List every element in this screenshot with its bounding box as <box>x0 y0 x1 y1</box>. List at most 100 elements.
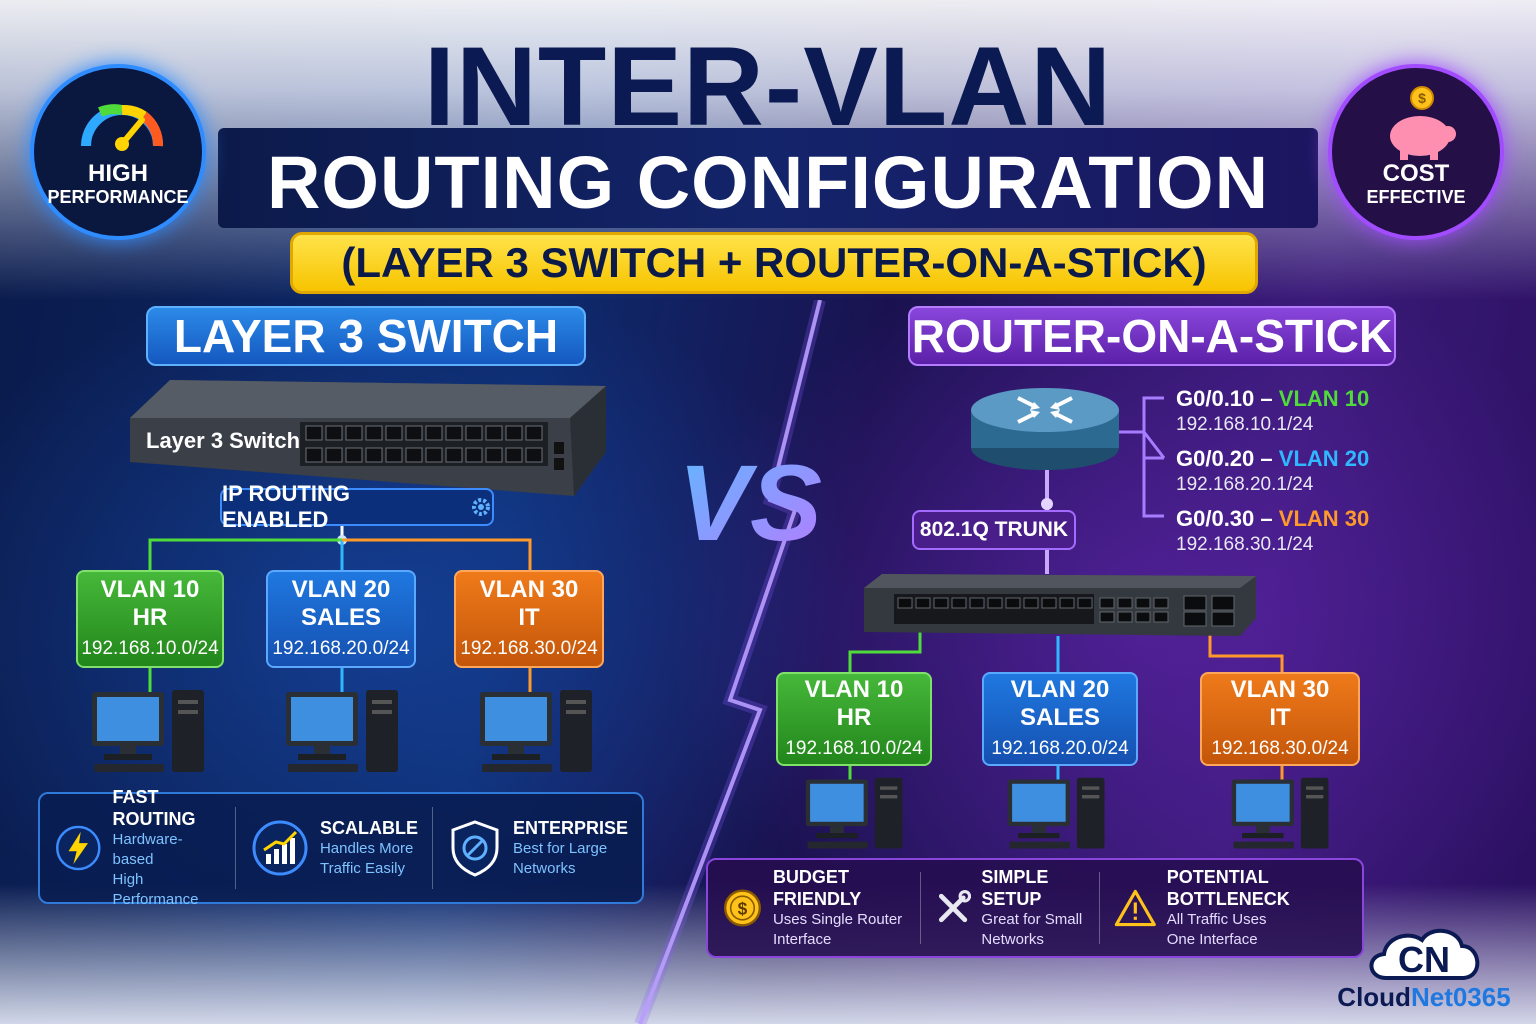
iface-ip: 192.168.20.1/24 <box>1176 474 1314 495</box>
vs-graphic: VS <box>678 442 822 563</box>
layer3-switch-device <box>130 380 606 496</box>
feature-title: SCALABLE <box>319 817 418 838</box>
feature-desc-1: Handles More <box>319 839 414 857</box>
feature-desc-2: Networks <box>981 931 1044 948</box>
vlan-subnet: 192.168.30.0/24 <box>460 638 598 659</box>
feature-title: BUDGET FRIENDLY <box>772 867 862 909</box>
vlan-name: VLAN 10 <box>804 676 904 703</box>
vlan-dept: SALES <box>300 604 381 631</box>
tools-icon <box>939 889 972 923</box>
iface-vlan: VLAN 30 <box>1278 506 1370 531</box>
feature-scalable: SCALABLE Handles More Traffic Easily <box>234 806 432 890</box>
speedometer-icon <box>81 104 163 151</box>
vlan-subnet: 192.168.10.0/24 <box>81 638 219 659</box>
subinterface-g0-0-20: G0/0.20 – VLAN 20 192.168.20.1/24 <box>1176 446 1369 498</box>
pc-icon <box>92 690 204 772</box>
right-vlan-30-box: VLAN 30 IT 192.168.30.0/24 <box>1200 672 1360 766</box>
subinterface-g0-0-10: G0/0.10 – VLAN 10 192.168.10.1/24 <box>1176 386 1369 438</box>
svg-text:$: $ <box>1418 90 1426 106</box>
badge-line1: COST <box>1382 160 1450 187</box>
feature-desc-1: Uses Single Router <box>772 911 903 928</box>
vlan-subnet: 192.168.30.0/24 <box>1211 738 1349 759</box>
feature-desc-2: High Performance <box>112 871 199 908</box>
warning-icon <box>1114 889 1156 927</box>
iface-name: G0/0.10 – <box>1176 386 1273 411</box>
lightning-icon <box>56 825 101 871</box>
pc-icon <box>480 690 592 772</box>
feature-simple-setup: SIMPLE SETUP Great for Small Networks <box>920 867 1099 948</box>
feature-desc-1: Hardware-based <box>112 831 183 868</box>
trunk-pill: 802.1Q TRUNK <box>912 510 1076 550</box>
subtitle-banner: (LAYER 3 SWITCH + ROUTER-ON-A-STICK) <box>290 232 1258 294</box>
ip-routing-label: IP ROUTING ENABLED <box>222 481 350 532</box>
feature-desc-2: Networks <box>512 859 576 877</box>
iface-ip: 192.168.30.1/24 <box>1176 534 1314 555</box>
logo-name-b: Net0365 <box>1410 982 1511 1012</box>
feature-budget-friendly: $ BUDGET FRIENDLY Uses Single Router Int… <box>708 867 920 948</box>
feature-fast-routing: FAST ROUTING Hardware-based High Perform… <box>40 787 235 908</box>
router-on-a-stick-header: ROUTER-ON-A-STICK <box>908 306 1396 366</box>
vlan-dept: IT <box>518 604 540 631</box>
badge-line2: EFFECTIVE <box>1366 187 1466 207</box>
pc-icon <box>805 777 903 849</box>
vlan-dept: IT <box>1269 704 1291 731</box>
access-switch-device <box>864 574 1256 636</box>
vlan-name: VLAN 30 <box>479 576 579 603</box>
feature-desc-2: Traffic Easily <box>319 859 405 877</box>
cloudnet0365-logo: CN CloudNet0365 <box>1326 920 1522 1016</box>
dollar-coin-icon: $ <box>723 889 761 927</box>
vlan-name: VLAN 10 <box>100 576 200 603</box>
feature-title: FAST ROUTING <box>112 787 196 829</box>
cloud-logo-icon: CN <box>1369 929 1480 980</box>
feature-enterprise: ENTERPRISE Best for Large Networks <box>431 806 642 890</box>
right-vlan-20-box: VLAN 20 SALES 192.168.20.0/24 <box>982 672 1138 766</box>
iface-name: G0/0.30 – <box>1176 506 1273 531</box>
vlan-dept: HR <box>836 704 872 731</box>
logo-wordmark: CloudNet0365 <box>1326 982 1522 1013</box>
high-performance-badge: HIGH PERFORMANCE <box>30 64 206 240</box>
feature-desc-1: Great for Small <box>981 911 1083 928</box>
shield-icon <box>451 820 499 877</box>
badge-line1: HIGH <box>88 160 148 187</box>
feature-title: POTENTIAL BOTTLENECK <box>1166 867 1290 909</box>
logo-mark: CN <box>1398 939 1450 980</box>
feature-desc-1: Best for Large <box>512 839 608 857</box>
divider-lightning <box>634 300 826 1024</box>
title-banner <box>218 128 1318 228</box>
iface-name: G0/0.20 – <box>1176 446 1273 471</box>
svg-text:$: $ <box>738 898 748 918</box>
vlan-name: VLAN 30 <box>1230 676 1330 703</box>
feature-desc-2: One Interface <box>1166 931 1258 948</box>
router-on-a-stick-features-panel: $ BUDGET FRIENDLY Uses Single Router Int… <box>706 858 1364 958</box>
left-vlan-10-box: VLAN 10 HR 192.168.10.0/24 <box>76 570 224 668</box>
pc-icon <box>1231 777 1329 849</box>
cost-effective-badge: $ COST EFFECTIVE <box>1328 64 1504 240</box>
pc-icon <box>1007 777 1105 849</box>
router-device <box>971 388 1119 470</box>
vlan-subnet: 192.168.20.0/24 <box>991 738 1129 759</box>
feature-potential-bottleneck: POTENTIAL BOTTLENECK All Traffic Uses On… <box>1099 867 1362 948</box>
layer3-switch-header: LAYER 3 SWITCH <box>146 306 586 366</box>
vlan-subnet: 192.168.20.0/24 <box>272 638 410 659</box>
ip-routing-enabled-pill: IP ROUTING ENABLED <box>220 481 494 532</box>
vlan-name: VLAN 20 <box>291 576 391 603</box>
badge-line2: PERFORMANCE <box>47 187 189 207</box>
vlan-dept: SALES <box>1019 704 1100 731</box>
gear-icon <box>472 498 491 516</box>
iface-vlan: VLAN 10 <box>1278 386 1370 411</box>
left-vlan-20-box: VLAN 20 SALES 192.168.20.0/24 <box>266 570 416 668</box>
vs-text: VS <box>678 442 822 563</box>
pc-icon <box>286 690 398 772</box>
feature-desc-1: All Traffic Uses <box>1166 911 1267 928</box>
logo-name-a: Cloud <box>1337 982 1411 1012</box>
growth-chart-icon <box>252 820 308 876</box>
subinterface-g0-0-30: G0/0.30 – VLAN 30 192.168.30.1/24 <box>1176 506 1369 558</box>
iface-vlan: VLAN 20 <box>1278 446 1370 471</box>
iface-ip: 192.168.10.1/24 <box>1176 414 1314 435</box>
feature-title: ENTERPRISE <box>512 817 628 838</box>
piggy-bank-icon: $ <box>1390 86 1456 160</box>
right-vlan-10-box: VLAN 10 HR 192.168.10.0/24 <box>776 672 932 766</box>
vlan-subnet: 192.168.10.0/24 <box>785 738 923 759</box>
layer3-features-panel: FAST ROUTING Hardware-based High Perform… <box>38 787 644 908</box>
